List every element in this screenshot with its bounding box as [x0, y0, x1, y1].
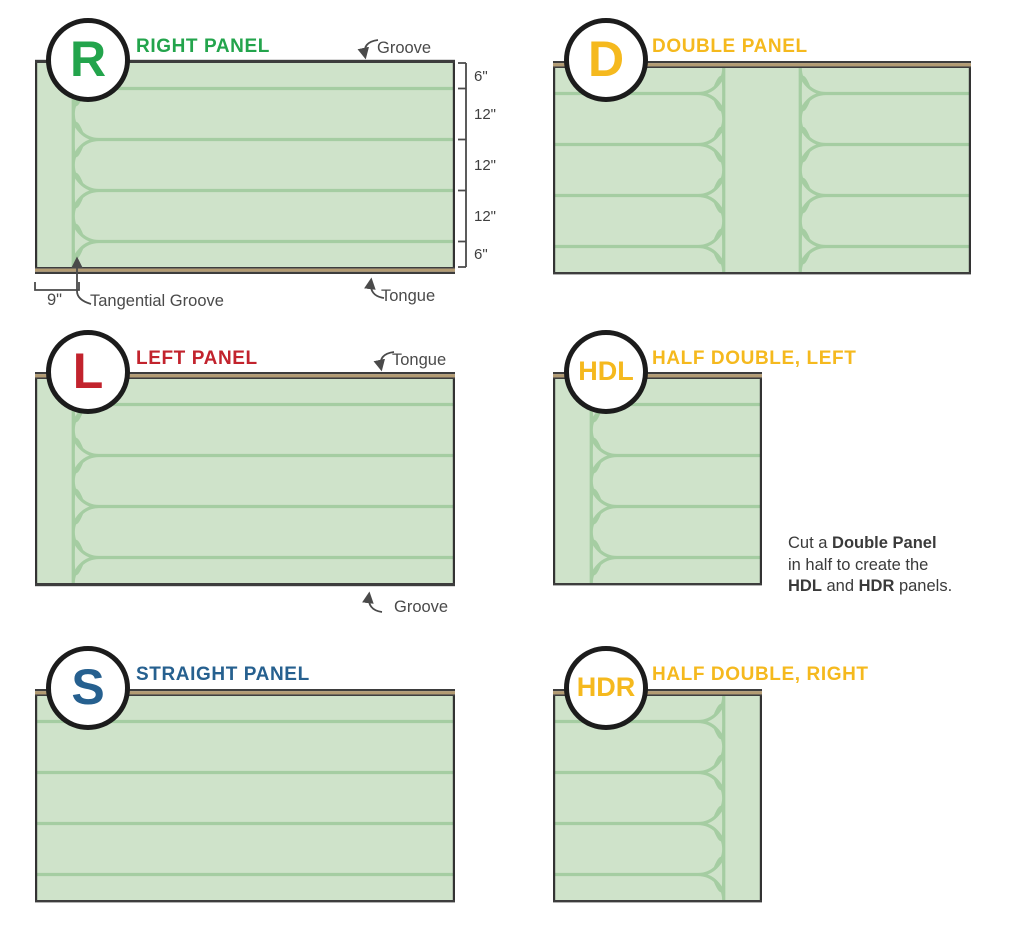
dimension-label: 12": [474, 208, 497, 225]
offset-dimension-label: 9": [47, 291, 63, 309]
left-panel-badge: L: [46, 330, 130, 414]
badge-letter: R: [69, 31, 107, 87]
note-text: Cut a: [788, 534, 833, 552]
double-panel-drawing: [553, 61, 971, 275]
double-panel-title: DOUBLE PANEL: [652, 36, 808, 57]
badge-letter: HDR: [576, 671, 636, 702]
tongue-arrow-icon: [364, 277, 385, 299]
left-panel-title: LEFT PANEL: [136, 348, 258, 369]
groove-label: Groove: [377, 39, 432, 57]
straight-panel-badge: S: [46, 646, 130, 730]
badge-letter: L: [72, 343, 104, 399]
right-panel-title: RIGHT PANEL: [136, 36, 270, 57]
note-text: and: [821, 577, 859, 595]
note-text: panels.: [894, 577, 953, 595]
tangential-groove-arrow-icon: [71, 256, 92, 305]
cut-instruction-note: Cut a Double Panel in half to create the…: [788, 533, 952, 598]
offset-dimension-bracket: [34, 282, 80, 291]
double-panel-badge: D: [564, 18, 648, 102]
tongue-arrow-icon: [373, 351, 395, 372]
badge-letter: S: [71, 659, 105, 715]
hdr-panel-badge: HDR: [564, 646, 648, 730]
right-panel-badge: R: [46, 18, 130, 102]
note-bold-text: HDR: [858, 577, 895, 595]
straight-panel-drawing: [35, 689, 455, 903]
note-bold-text: Double Panel: [832, 534, 937, 552]
half-double-right-drawing: [553, 689, 762, 903]
height-dimension-bracket: [458, 62, 467, 268]
tongue-label: Tongue: [392, 351, 447, 369]
groove-label: Groove: [394, 598, 449, 616]
left-panel-drawing: [35, 372, 455, 587]
hdl-panel-title: HALF DOUBLE, LEFT: [652, 348, 857, 369]
dimension-label: 12": [474, 106, 497, 123]
note-line: HDL and HDR panels.: [788, 576, 952, 598]
note-line: Cut a Double Panel: [788, 533, 952, 555]
note-text: in half to create the: [788, 555, 929, 574]
groove-arrow-icon: [357, 39, 379, 60]
half-double-left-drawing: [553, 372, 762, 586]
badge-letter: D: [587, 31, 625, 87]
badge-letter: HDL: [578, 355, 634, 386]
note-line: in half to create the: [788, 555, 952, 577]
hdl-panel-badge: HDL: [564, 330, 648, 414]
dimension-label: 6": [474, 68, 488, 85]
dimension-label: 12": [474, 157, 497, 174]
tongue-label: Tongue: [381, 287, 436, 305]
straight-panel-title: STRAIGHT PANEL: [136, 664, 310, 685]
tangential-groove-label: Tangential Groove: [90, 292, 224, 310]
hdr-panel-title: HALF DOUBLE, RIGHT: [652, 664, 869, 685]
dimension-label: 6": [474, 246, 488, 263]
note-bold-text: HDL: [788, 577, 822, 595]
groove-arrow-icon: [362, 591, 383, 613]
